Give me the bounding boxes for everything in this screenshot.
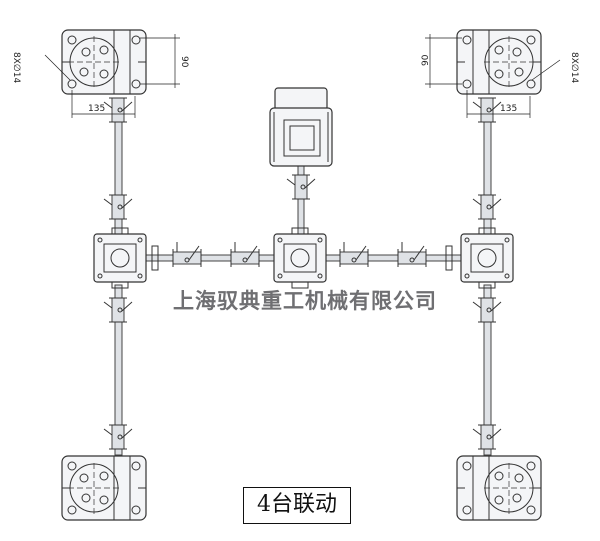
company-name-watermark: 上海驭典重工机械有限公司	[173, 289, 437, 313]
coupling	[339, 241, 369, 268]
bottom-right-screw-jack	[456, 455, 542, 521]
coupling	[103, 297, 133, 323]
right-reducer	[460, 227, 514, 289]
caption-box: 4台联动	[243, 487, 351, 524]
left-reducer	[93, 227, 147, 289]
coupling	[472, 297, 502, 323]
right-dimensions: 90 135 8X∅14	[421, 34, 579, 118]
width-dimension: 135	[500, 104, 517, 114]
left-lower-shaft	[114, 284, 123, 456]
height-dimension: 90	[179, 56, 189, 68]
coupling	[103, 97, 133, 123]
top-left-screw-jack	[61, 29, 147, 95]
coupling	[172, 241, 202, 268]
bolt-hole-dimension: 8X∅14	[569, 52, 579, 83]
bottom-left-screw-jack	[61, 455, 147, 521]
coupling	[472, 194, 502, 220]
center-reducer	[273, 227, 327, 289]
left-dimensions: 90 135 8X∅14	[11, 34, 189, 118]
coupling	[286, 174, 316, 200]
coupling	[103, 424, 133, 450]
width-dimension: 135	[88, 104, 105, 114]
coupling	[472, 424, 502, 450]
right-lower-shaft	[483, 284, 492, 456]
coupling	[472, 97, 502, 123]
coupling	[230, 241, 260, 268]
bolt-hole-dimension: 8X∅14	[11, 52, 21, 83]
top-right-screw-jack	[456, 29, 542, 95]
motor	[269, 87, 333, 167]
coupling	[397, 241, 427, 268]
coupling	[103, 194, 133, 220]
height-dimension: 90	[421, 54, 431, 66]
